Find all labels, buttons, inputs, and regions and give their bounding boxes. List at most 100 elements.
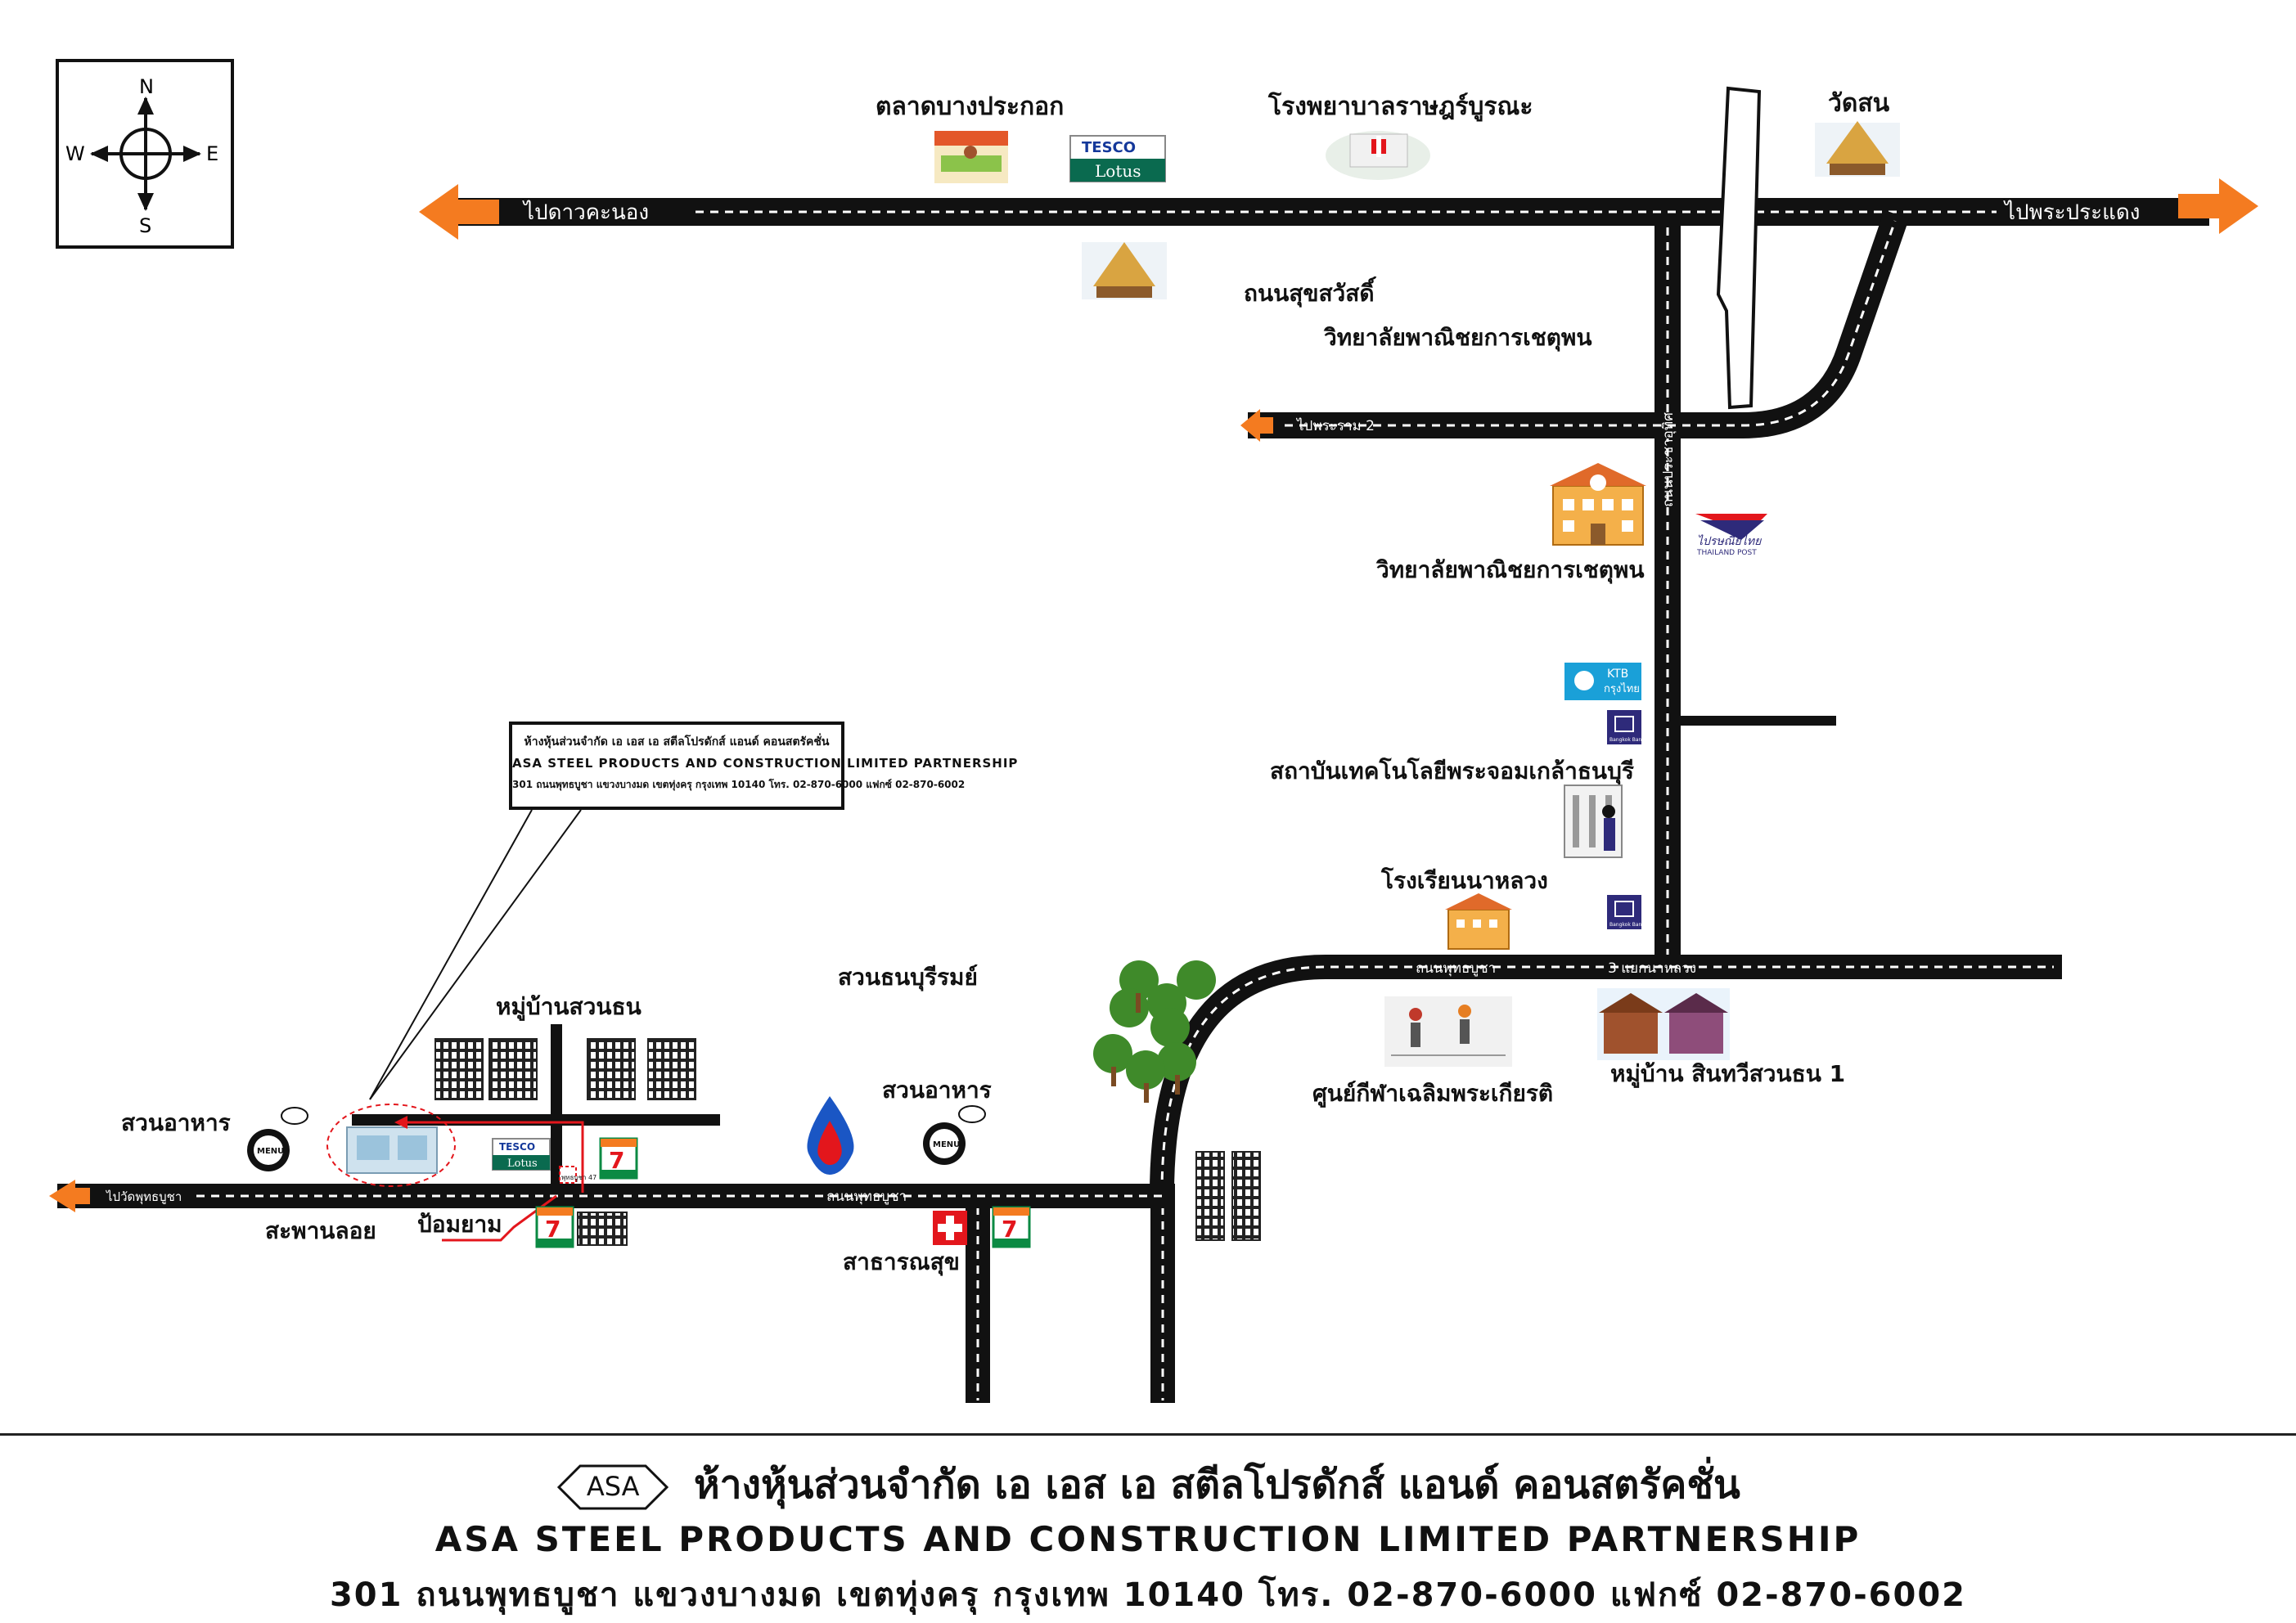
svg-text:TESCO: TESCO (1082, 139, 1136, 156)
label-school: โรงเรียนนาหลวง (1380, 866, 1548, 894)
village-houses-icon (1597, 988, 1730, 1060)
compass: N S W E (56, 59, 234, 249)
label-college-top: วิทยาลัยพาณิชยการเชตุพน (1323, 324, 1592, 352)
buildings-icon-west (577, 1212, 628, 1246)
village-buildings-icon (434, 1038, 696, 1100)
label-soi: พุทธบูชา 47 (561, 1174, 597, 1182)
label-bridge: สะพานลอย (265, 1217, 376, 1244)
trees-icon (1093, 960, 1216, 1103)
gas-station-icon (807, 1096, 854, 1175)
svg-text:KTB: KTB (1607, 668, 1628, 681)
svg-text:Lotus: Lotus (507, 1158, 538, 1170)
label-restaurant-2: สวนอาหาร (882, 1077, 992, 1104)
road-phuttha-bucha-east (1150, 955, 2062, 1195)
svg-text:MENU: MENU (933, 1140, 960, 1149)
label-to-rama2: ไปพระราม 2 (1295, 417, 1375, 434)
hospital-icon (1326, 131, 1430, 180)
label-police-box: ป้อมยาม (417, 1211, 502, 1238)
label-kmutt: สถาบันเทคโนโลยีพระจอมเกล้าธนบุรี (1270, 757, 1634, 785)
label-suan-thon-rom: สวนธนบุรีรมย์ (838, 964, 978, 991)
college-icon (1550, 463, 1646, 546)
footer-company-th: ห้างหุ้นส่วนจำกัด เอ เอส เอ สตีลโปรดักส์… (693, 1462, 1740, 1508)
label-market: ตลาดบางประกอก (876, 92, 1064, 121)
svg-text:7: 7 (545, 1216, 560, 1243)
buildings-icon-east (1195, 1151, 1261, 1241)
canal (1716, 86, 1762, 410)
seven-eleven-logo-2: 7 (535, 1206, 574, 1248)
label-hospital: โรงพยาบาลราษฎร์บูรณะ (1267, 91, 1533, 122)
info-name-th: ห้างหุ้นส่วนจำกัด เอ เอส เอ สตีลโปรดักส์… (524, 735, 830, 749)
label-village: หมู่บ้านสวนธน (496, 993, 642, 1021)
route-path (394, 1116, 584, 1242)
roads (57, 198, 2209, 1403)
label-village-2: หมู่บ้าน สินทวีสวนธน 1 (1610, 1060, 1845, 1088)
info-name-en: ASA STEEL PRODUCTS AND CONSTRUCTION LIMI… (512, 756, 1019, 771)
label-to-wat-phuttha-bucha: ไปวัดพุทธบูชา (106, 1189, 182, 1205)
rama2-arrow (1240, 409, 1273, 442)
restaurant-icon-1: MENU (247, 1107, 308, 1171)
label-phuttha-bucha-east: ถนนพุทธบูชา (1416, 960, 1496, 977)
label-sports-center: ศูนย์กีฬาเฉลิมพระเกียรติ (1312, 1080, 1553, 1108)
footer-address: 301 ถนนพุทธบูชา แขวงบางมด เขตทุ่งครุ กรุ… (329, 1576, 1967, 1614)
bangkok-bank-logo-2: Bangkok Bank (1607, 895, 1645, 929)
thailand-post-logo: ไปรษณีย์ไทย THAILAND POST (1695, 514, 1767, 557)
svg-text:Bangkok Bank: Bangkok Bank (1609, 737, 1645, 743)
health-center-icon (933, 1211, 967, 1245)
svg-text:THAILAND POST: THAILAND POST (1696, 549, 1757, 557)
road-bottom (57, 1184, 1175, 1208)
svg-text:Bangkok Bank: Bangkok Bank (1609, 922, 1645, 928)
footer-title-th: ASA ห้างหุ้นส่วนจำกัด เอ เอส เอ สตีลโปรด… (0, 1454, 2296, 1516)
temple-icon-wat-son (1815, 121, 1900, 177)
market-icon (934, 131, 1008, 183)
footer-company-en: ASA STEEL PRODUCTS AND CONSTRUCTION LIMI… (434, 1519, 1862, 1559)
bangkok-bank-logo-1: Bangkok Bank (1607, 710, 1645, 744)
svg-text:7: 7 (609, 1147, 624, 1174)
road-south-1 (1150, 1198, 1175, 1403)
label-to-phra-pradaeng: ไปพระประแดง (2003, 200, 2140, 225)
svg-text:Lotus: Lotus (1095, 161, 1141, 181)
label-wat-son: วัดสน (1828, 89, 1890, 118)
road-south-2 (966, 1198, 990, 1403)
svg-text:7: 7 (1002, 1216, 1017, 1243)
road-top (442, 198, 2209, 226)
label-phuttha-bucha-bottom: ถนนพุทธบูชา (826, 1189, 907, 1205)
callout-lines (369, 809, 582, 1100)
road-side-street (1672, 716, 1836, 726)
kmutt-icon (1564, 785, 1623, 858)
company-info-box: ห้างหุ้นส่วนจำกัด เอ เอส เอ สตีลโปรดักส์… (509, 722, 1019, 810)
school-icon (1445, 893, 1512, 950)
arrow-east-top (2178, 178, 2258, 234)
footer: ASA ห้างหุ้นส่วนจำกัด เอ เอส เอ สตีลโปรด… (0, 1433, 2296, 1623)
temple-icon (1082, 242, 1167, 299)
seven-eleven-logo-3: 7 (992, 1206, 1031, 1248)
svg-text:TESCO: TESCO (499, 1141, 535, 1153)
label-college: วิทยาลัยพาณิชยการเชตุพน (1375, 556, 1645, 584)
asa-logo: ASA (556, 1463, 670, 1512)
label-to-dao-khanong: ไปดาวคะนอง (522, 200, 649, 225)
ktb-bank-logo: KTB กรุงไทย (1564, 663, 1641, 700)
road-pracha-uthit (1654, 214, 1681, 978)
label-pracha-uthit: ถนนประชาอุทิศ (1660, 412, 1677, 507)
svg-text:กรุงไทย: กรุงไทย (1604, 682, 1640, 695)
compass-w: W (65, 142, 85, 165)
compass-n: N (139, 75, 154, 98)
label-sukhsawat: ถนนสุขสวัสดิ์ (1244, 276, 1376, 308)
svg-text:MENU: MENU (257, 1147, 284, 1156)
arrow-west-top (419, 184, 499, 240)
road-village-v (551, 1024, 562, 1186)
label-health: สาธารณสุข (843, 1248, 960, 1276)
restaurant-icon-2: MENU (923, 1105, 986, 1165)
label-junction: 3 แยกนาหลวง (1608, 960, 1696, 977)
arrow-west-bottom (49, 1180, 90, 1212)
compass-s: S (139, 214, 151, 237)
asa-building-icon[interactable] (326, 1104, 456, 1187)
svg-text:ไปรษณีย์ไทย: ไปรษณีย์ไทย (1697, 534, 1762, 548)
tesco-lotus-logo-top: TESCO Lotus (1069, 135, 1166, 182)
tesco-lotus-logo-bottom: TESCO Lotus (492, 1138, 551, 1171)
sports-center-icon (1384, 996, 1512, 1067)
seven-eleven-logo-1: 7 (599, 1137, 638, 1180)
road-curve-rama2 (1248, 209, 1910, 438)
compass-e: E (206, 142, 218, 165)
info-address: 301 ถนนพุทธบูชา แขวงบางมด เขตทุ่งครุ กรุ… (512, 779, 966, 790)
